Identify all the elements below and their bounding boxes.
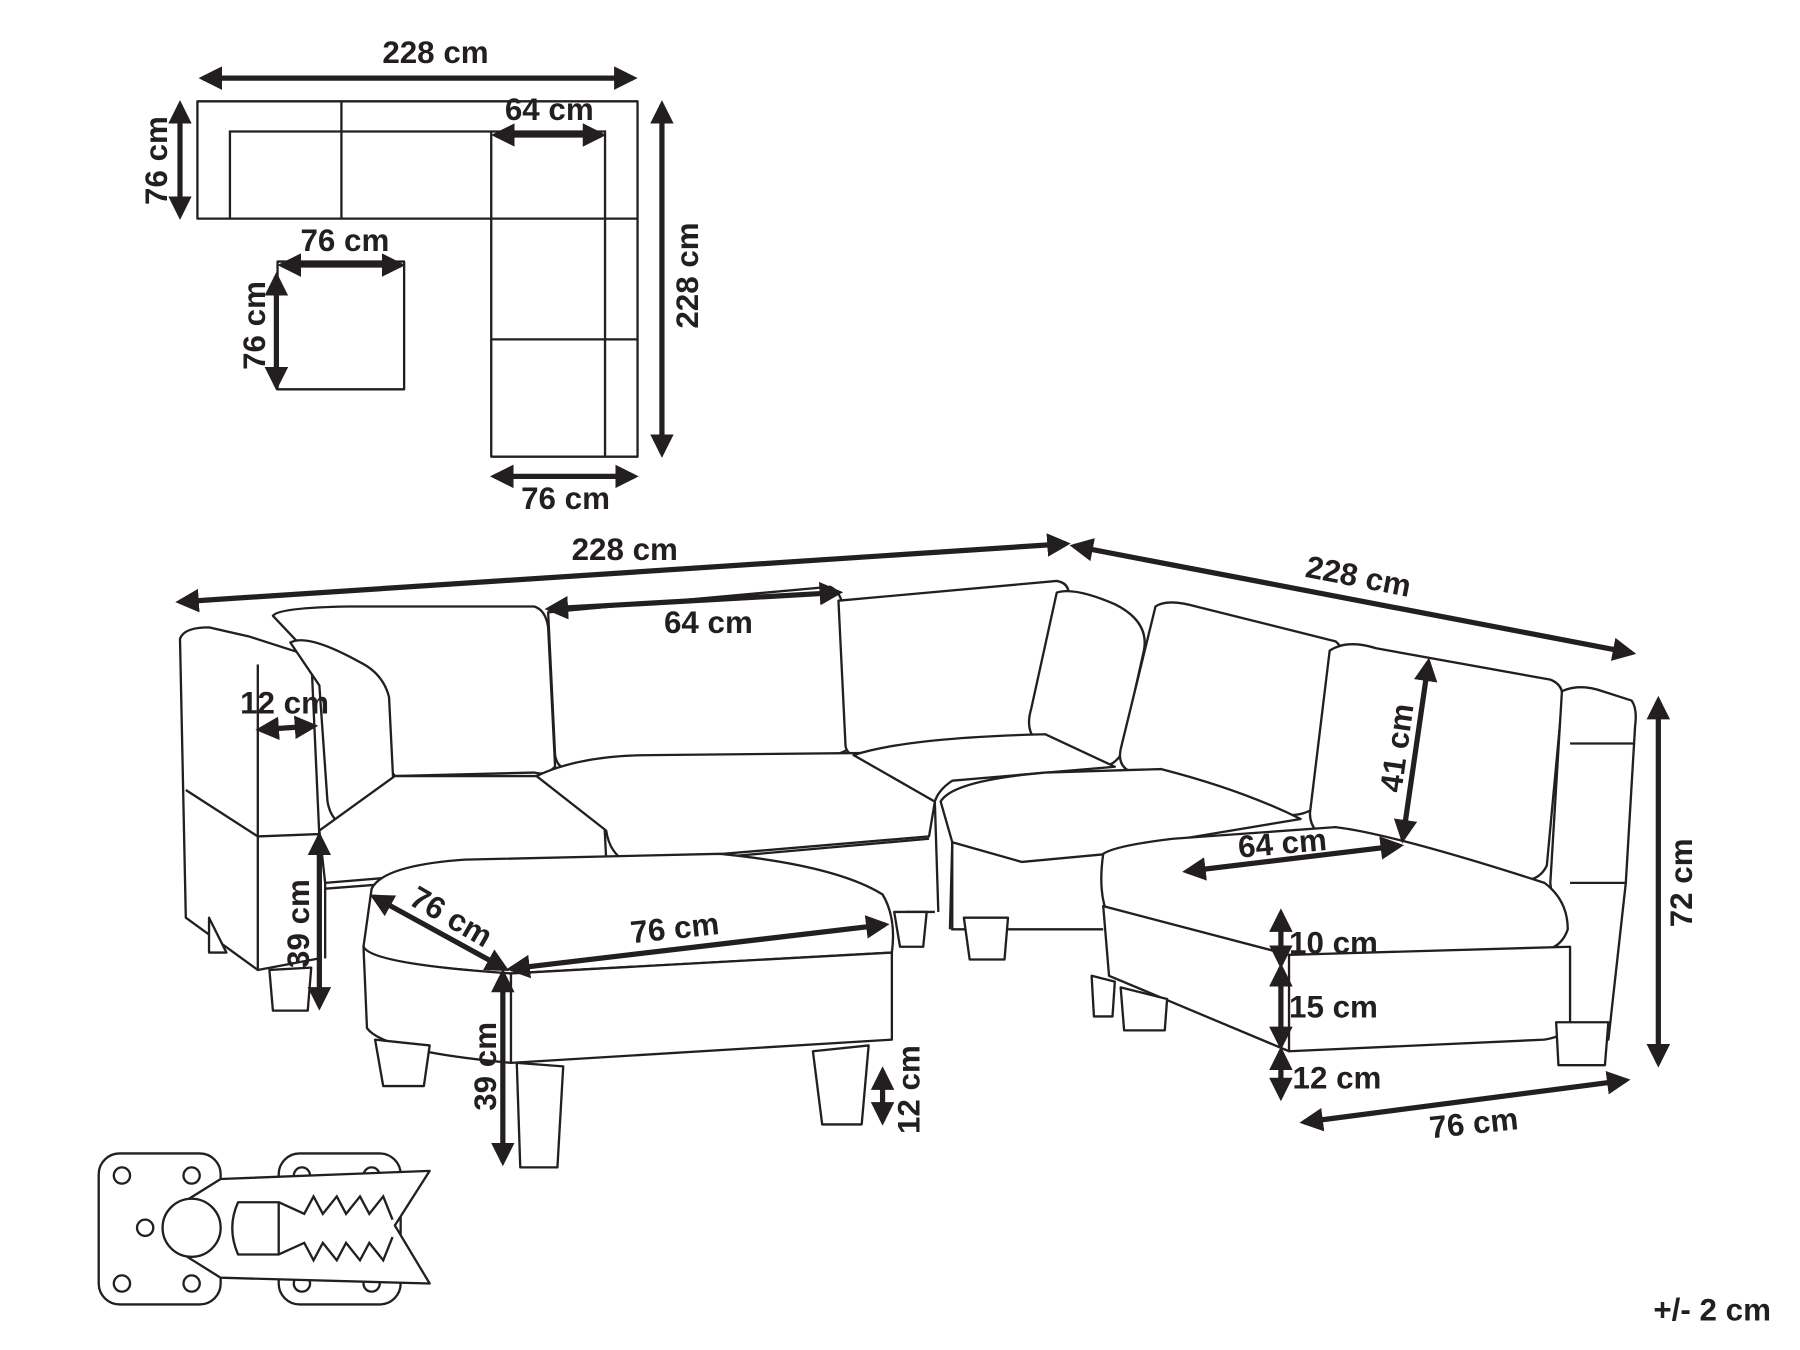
perspective-view: 228 cm 228 cm 64 cm 12 cm 41 cm 64 cm 72… xyxy=(175,532,1699,1169)
top-seat-width-label: 64 cm xyxy=(505,92,594,127)
top-view: 228 cm 76 cm 64 cm 76 cm 76 cm 228 cm 76… xyxy=(139,35,705,516)
top-corner-width-label: 76 cm xyxy=(521,481,610,516)
seat-height-label: 39 cm xyxy=(281,879,316,968)
seat-width-label: 64 cm xyxy=(664,605,753,640)
seat-cushion-width-label: 64 cm xyxy=(1237,822,1329,865)
ottoman-leg-height-label: 12 cm xyxy=(892,1045,927,1134)
dim-arrow xyxy=(1182,836,1405,881)
ottoman-height-label: 39 cm xyxy=(468,1022,503,1111)
dim-arrow xyxy=(1069,538,1637,661)
top-overall-length-label: 228 cm xyxy=(670,222,705,328)
dim-arrow xyxy=(255,715,319,741)
overall-width-left-label: 228 cm xyxy=(572,532,678,567)
dim-arrow xyxy=(1393,657,1438,844)
total-height-label: 72 cm xyxy=(1664,838,1699,927)
dim-arrow xyxy=(369,894,510,972)
top-depth-label: 76 cm xyxy=(139,116,174,205)
armrest-width-label: 12 cm xyxy=(240,685,329,720)
top-ottoman-width-label: 76 cm xyxy=(300,223,389,258)
leg-height-label: 12 cm xyxy=(1293,1060,1382,1095)
dim-arrow xyxy=(175,533,1071,613)
dim-arrow xyxy=(1299,1071,1631,1132)
top-ottoman-depth-label: 76 cm xyxy=(237,281,272,370)
top-overall-width-label: 228 cm xyxy=(382,35,488,70)
module-depth-label: 76 cm xyxy=(1428,1101,1520,1145)
cushion-thickness-label: 10 cm xyxy=(1289,926,1378,961)
top-view-sofa-outline xyxy=(196,100,639,458)
dim-arrow xyxy=(506,915,890,979)
base-height-label: 15 cm xyxy=(1289,990,1378,1025)
tolerance-label: +/- 2 cm xyxy=(1653,1293,1771,1328)
sofa-connector-clip-icon xyxy=(97,1152,431,1306)
dim-arrow xyxy=(544,581,844,620)
